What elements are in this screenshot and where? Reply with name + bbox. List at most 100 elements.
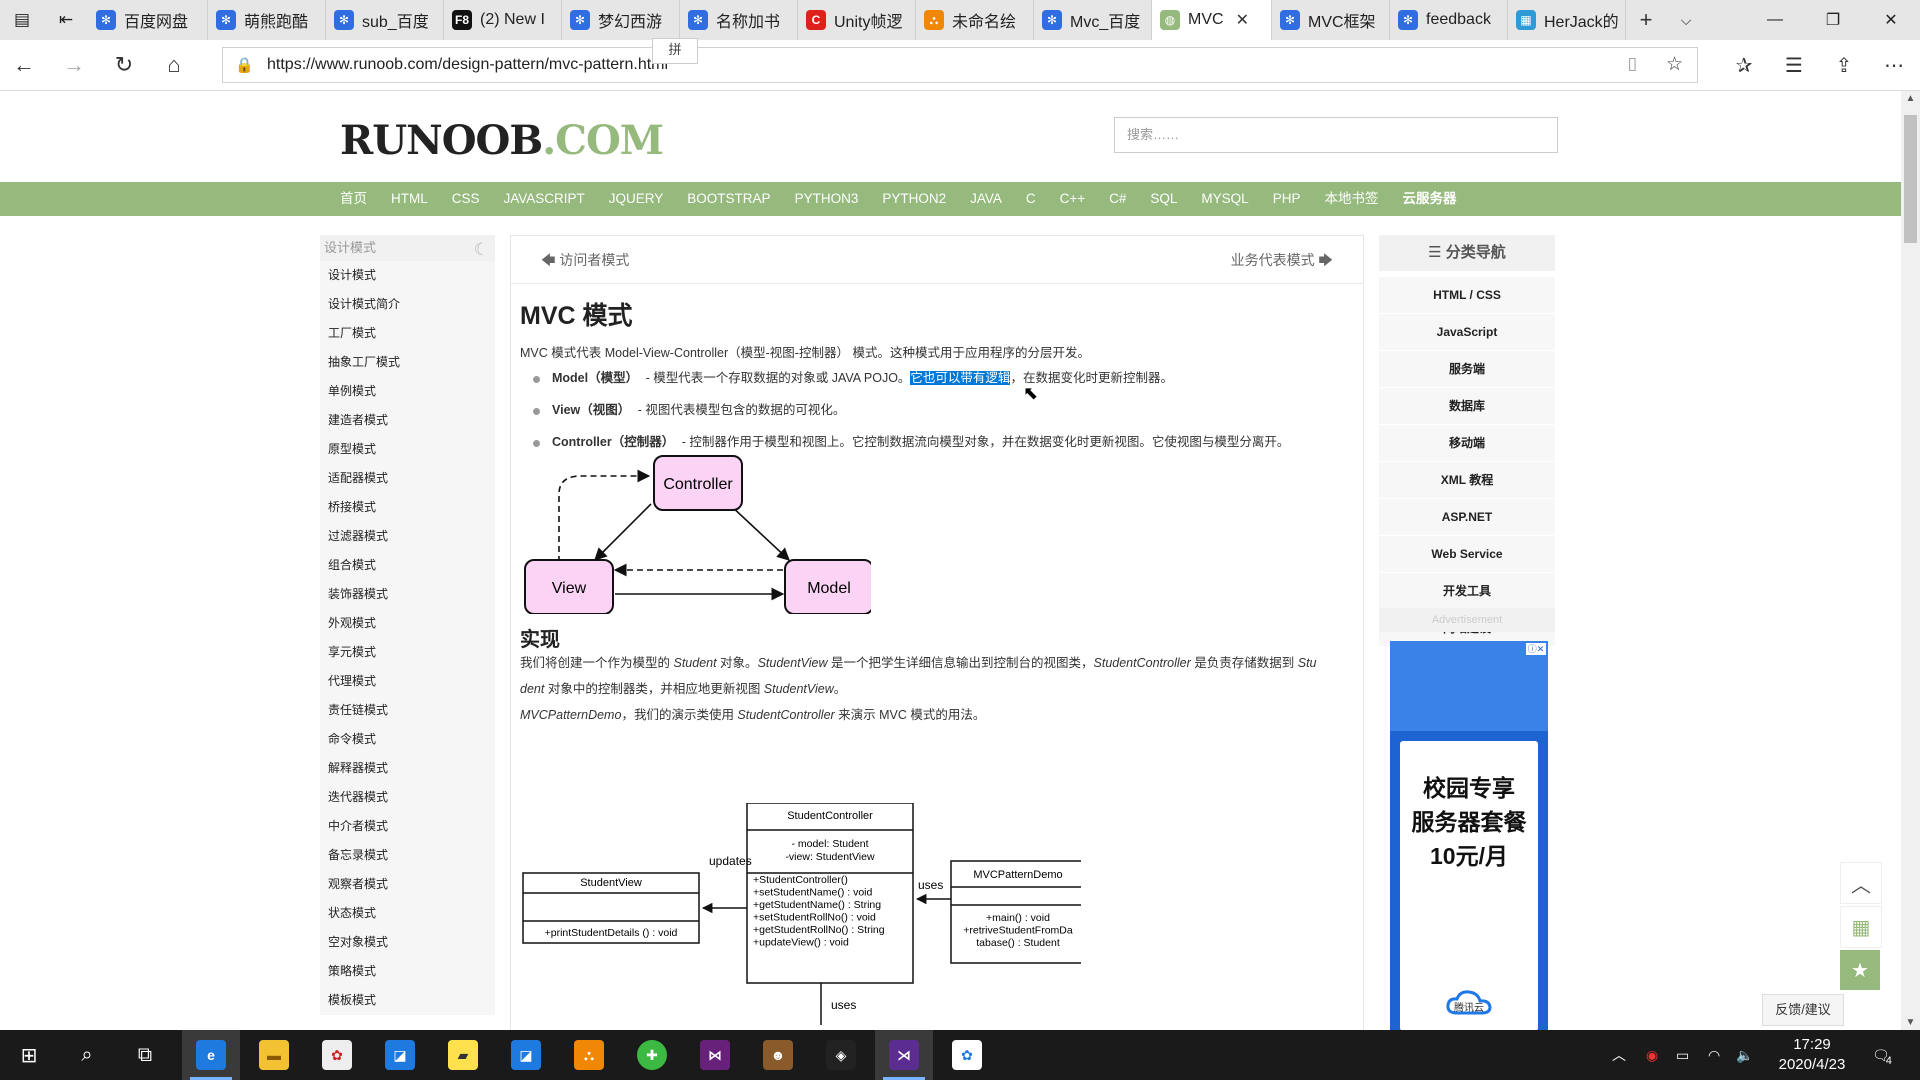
nav-link[interactable]: 本地书签 xyxy=(1324,191,1379,206)
browser-tab[interactable]: ✻萌熊跑酷 xyxy=(208,0,326,40)
refresh-button[interactable]: ↻ xyxy=(114,52,134,77)
browser-tab[interactable]: ✻百度网盘 xyxy=(88,0,208,40)
browser-tab[interactable]: ▦HerJack的 xyxy=(1508,0,1626,40)
blue-app-2-icon[interactable]: ◪ xyxy=(497,1030,555,1080)
scrollbar-thumb[interactable] xyxy=(1904,115,1917,243)
home-button[interactable]: ⌂ xyxy=(167,52,181,77)
search-input[interactable]: 搜索…… xyxy=(1114,117,1558,153)
url-text[interactable]: https://www.runoob.com/design-pattern/mv… xyxy=(267,56,669,73)
browser-tab[interactable]: ✻sub_百度 xyxy=(326,0,444,40)
nav-link[interactable]: C++ xyxy=(1059,191,1086,206)
sidebar-item[interactable]: 解释器模式 xyxy=(320,754,495,783)
task-view-icon[interactable]: ⧉ xyxy=(137,1043,153,1066)
hub-icon[interactable]: ☰ xyxy=(1785,54,1803,77)
sidebar-item[interactable]: 组合模式 xyxy=(320,551,495,580)
back-button[interactable]: ← xyxy=(13,52,35,77)
sidebar-item[interactable]: 代理模式 xyxy=(320,667,495,696)
browser-tab[interactable]: ◍MVC✕ xyxy=(1152,0,1272,40)
reading-view-icon[interactable]: ▯ xyxy=(1627,54,1637,73)
sidebar-item[interactable]: 命令模式 xyxy=(320,725,495,754)
tray-app-icon[interactable]: ◉ xyxy=(1646,1046,1659,1063)
nav-link[interactable]: 云服务器 xyxy=(1402,191,1457,206)
close-window-button[interactable]: ✕ xyxy=(1884,12,1898,29)
category-link[interactable]: XML 教程 xyxy=(1379,462,1555,498)
category-link[interactable]: 数据库 xyxy=(1379,388,1555,424)
tab-actions-icon[interactable]: ▤ xyxy=(13,10,31,29)
sidebar-item[interactable]: 模板模式 xyxy=(320,986,495,1015)
tab-close-icon[interactable]: ✕ xyxy=(1235,12,1249,29)
nav-link[interactable]: HTML xyxy=(391,191,428,206)
sidebar-item[interactable]: 空对象模式 xyxy=(320,928,495,957)
restore-button[interactable]: ❐ xyxy=(1825,12,1841,29)
back-to-top-icon[interactable]: ︿ xyxy=(1840,862,1882,904)
selected-text[interactable]: 它也可以带有逻辑 xyxy=(910,371,1011,385)
new-tab-button[interactable]: + xyxy=(1639,7,1653,32)
more-settings-icon[interactable]: ⋯ xyxy=(1884,54,1904,77)
sidebar-item[interactable]: 适配器模式 xyxy=(320,464,495,493)
nav-link[interactable]: SQL xyxy=(1150,191,1178,206)
sidebar-item[interactable]: 过滤器模式 xyxy=(320,522,495,551)
next-link[interactable]: 业务代表模式 🡆 xyxy=(1231,250,1333,274)
browser-tab[interactable]: ✻名称加书 xyxy=(680,0,798,40)
category-link[interactable]: 服务端 xyxy=(1379,351,1555,387)
sidebar-item[interactable]: 享元模式 xyxy=(320,638,495,667)
category-link[interactable]: 开发工具 xyxy=(1379,573,1555,609)
visual-studio-icon[interactable]: ⋈ xyxy=(686,1030,744,1080)
windows-start-icon[interactable]: ⊞ xyxy=(20,1044,38,1067)
nav-link[interactable]: BOOTSTRAP xyxy=(687,191,771,206)
drawio-taskbar-icon[interactable]: ⛬ xyxy=(560,1030,618,1080)
prev-link[interactable]: 🡄 访问者模式 xyxy=(541,250,629,274)
sidebar-item[interactable]: 策略模式 xyxy=(320,957,495,986)
search-icon[interactable]: ⌕ xyxy=(81,1043,93,1066)
nav-link[interactable]: 首页 xyxy=(340,191,367,206)
favorites-icon[interactable]: ✰ xyxy=(1735,54,1753,77)
category-link[interactable]: JavaScript xyxy=(1379,314,1555,350)
game-app-icon[interactable]: ☻ xyxy=(749,1030,807,1080)
browser-tab[interactable]: ✻梦幻西游 xyxy=(562,0,680,40)
address-bar[interactable]: 🔒 https://www.runoob.com/design-pattern/… xyxy=(222,47,1698,83)
sidebar-item[interactable]: 中介者模式 xyxy=(320,812,495,841)
paint-app-icon[interactable]: ✿ xyxy=(308,1030,366,1080)
volume-icon[interactable]: 🔈 xyxy=(1736,1046,1754,1063)
blue-app-icon[interactable]: ◪ xyxy=(371,1030,429,1080)
nav-link[interactable]: C xyxy=(1025,191,1036,206)
sidebar-item[interactable]: 建造者模式 xyxy=(320,406,495,435)
browser-tab[interactable]: ⛬未命名绘 xyxy=(916,0,1034,40)
nav-link[interactable]: PHP xyxy=(1272,191,1301,206)
sidebar-item[interactable]: 责任链模式 xyxy=(320,696,495,725)
sidebar-item[interactable]: 装饰器模式 xyxy=(320,580,495,609)
sidebar-item[interactable]: 桥接模式 xyxy=(320,493,495,522)
feedback-button[interactable]: 反馈/建议 xyxy=(1762,994,1844,1026)
battery-icon[interactable]: ▭ xyxy=(1676,1046,1690,1063)
set-tabs-aside-icon[interactable]: ⇤ xyxy=(58,10,74,29)
qr-code-icon[interactable]: ▦ xyxy=(1840,906,1882,948)
nav-link[interactable]: JQUERY xyxy=(608,191,664,206)
taskbar-clock[interactable]: 17:29 2020/4/23 xyxy=(1762,1035,1862,1075)
minimize-button[interactable]: — xyxy=(1767,11,1783,28)
sidebar-item[interactable]: 工厂模式 xyxy=(320,319,495,348)
nav-link[interactable]: JAVASCRIPT xyxy=(503,191,585,206)
sidebar-item[interactable]: 观察者模式 xyxy=(320,870,495,899)
sidebar-item[interactable]: 迭代器模式 xyxy=(320,783,495,812)
browser-tab[interactable]: F8(2) New I xyxy=(444,0,562,40)
nav-link[interactable]: MYSQL xyxy=(1201,191,1249,206)
category-link[interactable]: Web Service xyxy=(1379,536,1555,572)
sidebar-item[interactable]: 状态模式 xyxy=(320,899,495,928)
bookmark-star-icon[interactable]: ★ xyxy=(1840,950,1880,990)
sidebar-item[interactable]: 外观模式 xyxy=(320,609,495,638)
sidebar-item[interactable]: 抽象工厂模式 xyxy=(320,348,495,377)
cloud-app-icon[interactable]: ✿ xyxy=(938,1030,996,1080)
nav-link[interactable]: PYTHON3 xyxy=(794,191,859,206)
sidebar-item[interactable]: 原型模式 xyxy=(320,435,495,464)
file-explorer-icon[interactable]: ▬ xyxy=(245,1030,303,1080)
nav-link[interactable]: PYTHON2 xyxy=(882,191,947,206)
action-center-icon[interactable]: 🗨4 xyxy=(1872,1046,1892,1068)
edge-taskbar-icon[interactable]: e xyxy=(182,1030,240,1080)
moon-icon[interactable]: ☾ xyxy=(473,240,489,259)
nav-link[interactable]: C# xyxy=(1109,191,1127,206)
scroll-down-icon[interactable]: ▼ xyxy=(1905,1017,1916,1028)
site-logo[interactable]: RUNOOB.COM xyxy=(340,117,664,164)
category-link[interactable]: ASP.NET xyxy=(1379,499,1555,535)
